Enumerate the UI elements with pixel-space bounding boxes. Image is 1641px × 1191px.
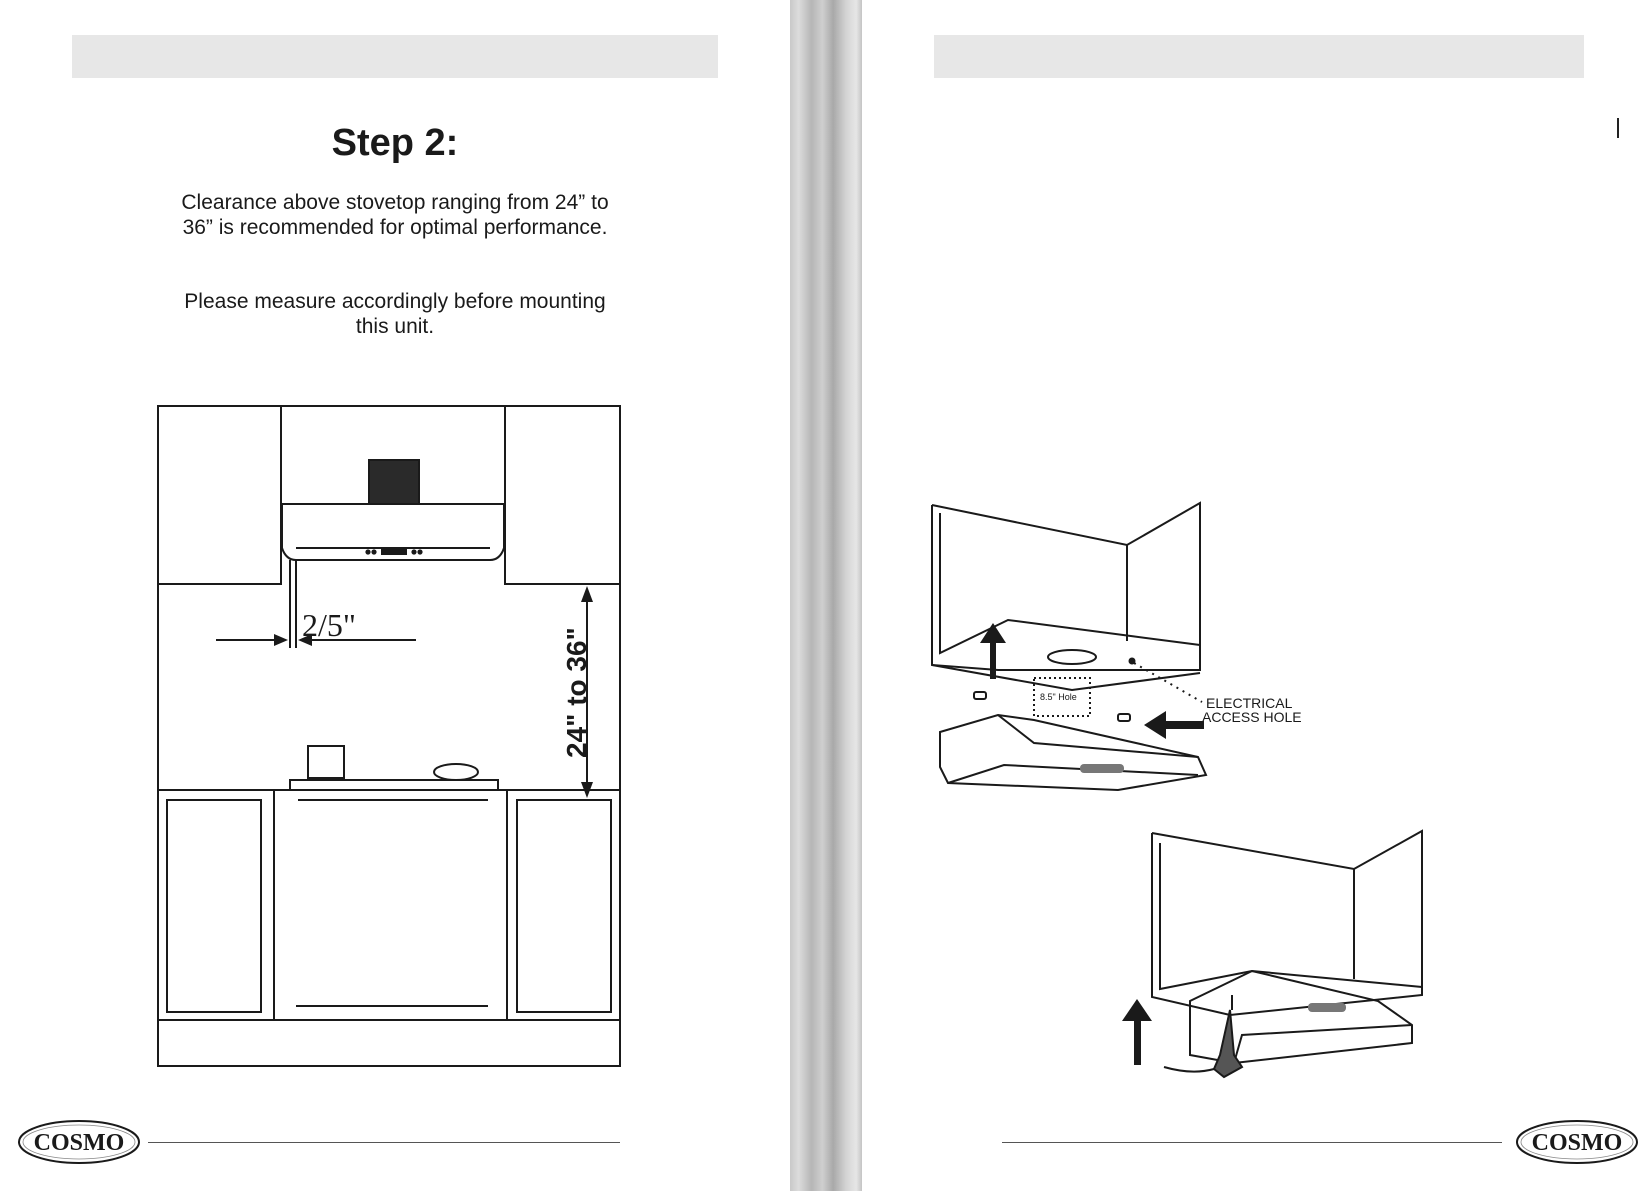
step-description-measure: Please measure accordingly before mounti… bbox=[184, 290, 606, 338]
arrow-up-2-icon bbox=[1122, 999, 1152, 1021]
electrical-label-line2: ACCESS HOLE bbox=[1202, 709, 1302, 725]
clearance-arrow-up-icon bbox=[581, 586, 593, 602]
arrow-left-shaft-icon bbox=[1158, 721, 1204, 729]
base-cabinet-door-left bbox=[166, 799, 262, 1013]
kitchen-clearance-diagram: 2/5" 24" to 36" bbox=[157, 405, 621, 1067]
hood-handle-icon bbox=[1308, 1003, 1346, 1012]
gap-arrow-left-icon bbox=[298, 634, 312, 646]
stovetop-icon bbox=[289, 779, 499, 791]
hood-control-panel-icon bbox=[381, 549, 407, 555]
right-header-bar bbox=[934, 35, 1584, 78]
step-description-clearance: Clearance above stovetop ranging from 24… bbox=[181, 191, 609, 239]
pan-icon bbox=[433, 763, 479, 781]
logo-text: COSMO bbox=[34, 1130, 125, 1156]
electrical-label-line1: ELECTRICAL bbox=[1206, 695, 1293, 711]
upper-cabinet-top bbox=[931, 501, 1201, 671]
upper-cabinet-right bbox=[504, 405, 621, 585]
drill-icon bbox=[1212, 1009, 1244, 1079]
right-footer-line bbox=[1002, 1142, 1502, 1143]
book-spine bbox=[790, 0, 862, 1191]
installed-hood-icon bbox=[1189, 969, 1413, 1065]
left-page: Step 2: Clearance above stovetop ranging… bbox=[0, 0, 790, 1191]
range-hood-icon bbox=[281, 503, 505, 561]
cosmo-logo-right: COSMO bbox=[1516, 1120, 1638, 1164]
duct-hole-icon bbox=[1047, 649, 1097, 665]
upper-cabinet-left bbox=[157, 405, 282, 585]
left-header-bar bbox=[72, 35, 718, 78]
arrow-up-icon bbox=[980, 623, 1006, 643]
gap-arrow-right-icon bbox=[274, 634, 288, 646]
wall-outline bbox=[157, 405, 621, 1067]
right-page: 8.5" Hole ELECTRICAL ACCESS HOLE COSMO bbox=[862, 0, 1641, 1191]
upper-cabinet-bottom bbox=[1151, 829, 1423, 1017]
cosmo-logo-left: COSMO bbox=[18, 1120, 140, 1164]
arrow-up-shaft-icon bbox=[990, 637, 996, 679]
clearance-arrow-down-icon bbox=[581, 782, 593, 798]
hood-installation-diagram: 8.5" Hole ELECTRICAL ACCESS HOLE bbox=[931, 501, 1423, 1079]
hood-handle-top-icon bbox=[1080, 764, 1124, 773]
electrical-access-hole-icon bbox=[1128, 657, 1136, 665]
base-cabinet-door-right bbox=[516, 799, 612, 1013]
hole-size-label: 8.5" Hole bbox=[1040, 692, 1077, 702]
hole-dimension-box bbox=[1033, 677, 1091, 717]
side-gap-label: 2/5" bbox=[302, 607, 356, 643]
pot-icon bbox=[307, 745, 345, 779]
clearance-label: 24" to 36" bbox=[561, 627, 592, 758]
page-edge-marker bbox=[1617, 118, 1619, 138]
hood-chimney-icon bbox=[368, 459, 420, 505]
step-title: Step 2: bbox=[331, 122, 459, 164]
arrow-up-shaft-2-icon bbox=[1134, 1015, 1141, 1065]
arrow-left-icon bbox=[1144, 711, 1166, 739]
range-hood-body-icon bbox=[939, 713, 1208, 792]
logo-text: COSMO bbox=[1532, 1130, 1623, 1156]
left-footer-line bbox=[148, 1142, 620, 1143]
